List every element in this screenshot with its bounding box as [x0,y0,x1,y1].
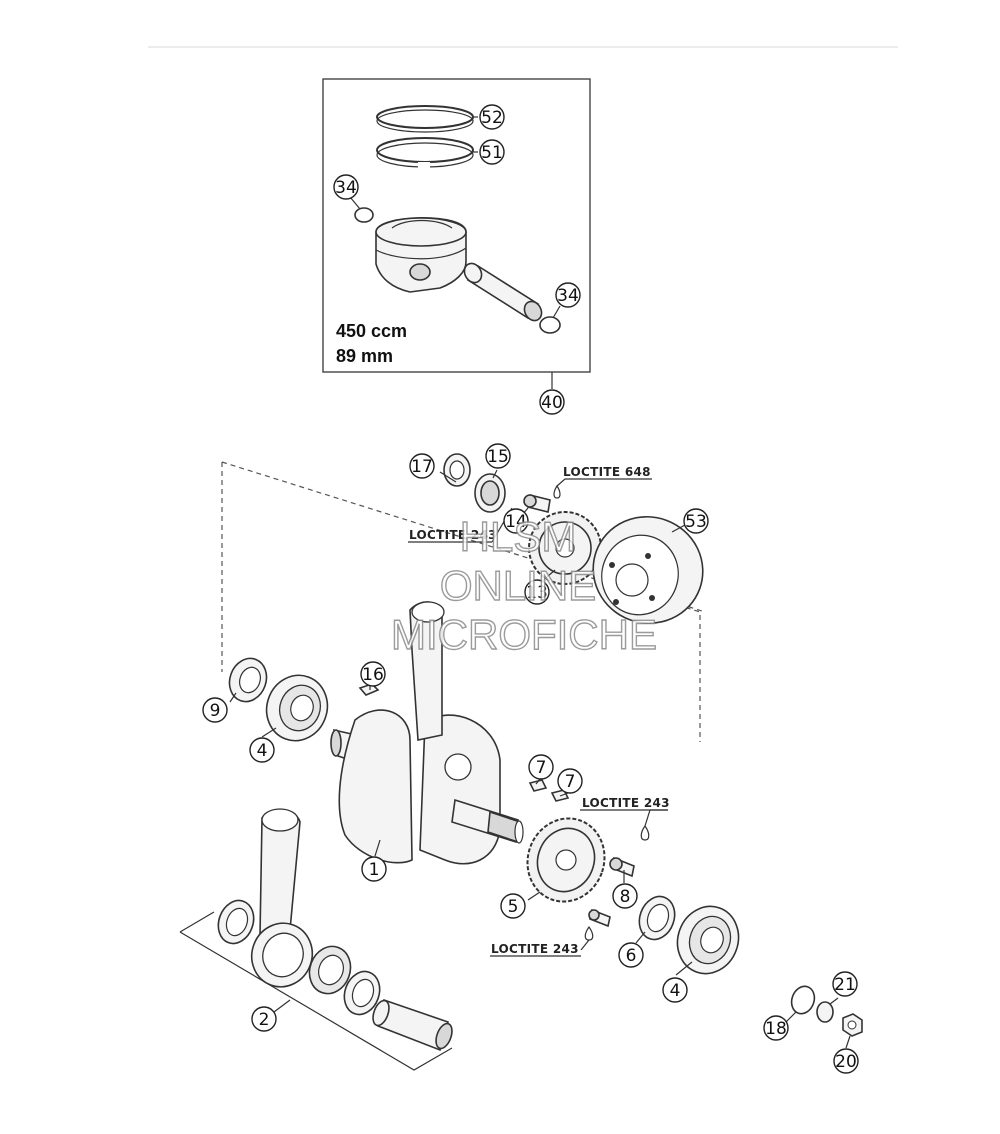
callout-52[interactable]: 52 [479,104,505,130]
callout-52-label: 52 [481,108,503,128]
spec-bore: 89 mm [336,346,393,366]
watermark-line1: HLSM [460,513,577,560]
callout-16-label: 16 [362,665,384,685]
note-loctite-243-top: LOCTITE 243 [409,528,497,542]
callout-7-b-label: 7 [565,772,576,792]
needle-bearing [308,945,352,995]
callout-5[interactable]: 5 [500,893,526,919]
callout-16[interactable]: 16 [360,661,386,687]
callout-4-left-label: 4 [257,741,268,761]
callout-5-label: 5 [508,897,519,917]
callout-14[interactable]: 14 [503,508,529,534]
callout-34-left[interactable]: 34 [333,174,359,200]
callout-4-right-label: 4 [670,981,681,1001]
circlip-18 [790,985,816,1015]
piston-pin [463,262,543,322]
callout-8[interactable]: 8 [612,883,638,909]
main-bearing-left-4 [265,674,329,742]
gear-13 [528,511,602,585]
seal-ring-17 [443,453,471,487]
callout-20-label: 20 [835,1052,857,1072]
callout-34-right[interactable]: 34 [555,282,581,308]
conrod-kit-frame [179,911,453,1071]
oil-seal-9 [228,657,268,703]
loctite-drop-bottom [584,925,594,941]
callout-2[interactable]: 2 [251,1006,277,1032]
callout-17-label: 17 [411,457,433,477]
screw-8 [609,856,635,878]
piston [375,216,467,293]
watermark: HLSM ONLINE MICROFICHE [390,512,657,658]
washer-21 [816,1001,834,1023]
bearing-15 [474,473,506,513]
thrust-washer-right [343,970,381,1016]
callout-15[interactable]: 15 [485,443,511,469]
callout-53[interactable]: 53 [683,508,709,534]
loctite-drop-right [640,824,650,841]
callout-13-label: 13 [526,583,548,603]
callout-20[interactable]: 20 [833,1048,859,1074]
flywheel-rotor-53 [592,515,704,625]
callout-6[interactable]: 6 [618,942,644,968]
circlip-left [354,207,374,223]
nut-20 [842,1013,863,1037]
note-loctite-243-right: LOCTITE 243 [582,796,670,810]
callout-14-label: 14 [505,512,527,532]
callout-17[interactable]: 17 [409,453,435,479]
piston-ring-lower [376,137,474,170]
piston-kit-box: 450 ccm 89 mm [322,78,591,373]
callout-34-left-label: 34 [335,178,357,198]
callout-8-label: 8 [620,887,631,907]
watermark-line2: ONLINE [440,562,596,609]
leader-lines [229,469,851,1049]
note-loctite-243-bottom: LOCTITE 243 [491,942,579,956]
connecting-rod-2 [250,808,314,988]
callout-18[interactable]: 18 [763,1015,789,1041]
callout-53-label: 53 [685,512,707,532]
crank-pin [372,998,453,1052]
callout-34-right-label: 34 [557,286,579,306]
callout-13[interactable]: 13 [524,579,550,605]
callout-1[interactable]: 1 [361,856,387,882]
callout-40[interactable]: 40 [539,389,565,415]
note-loctite-648: LOCTITE 648 [563,465,651,479]
main-bearing-right-4 [676,905,740,975]
loctite-drop-648 [553,484,561,499]
bolt-14 [523,494,551,513]
screw-lower [588,908,611,928]
thrust-washer-left [217,899,255,945]
callout-7-b[interactable]: 7 [557,768,583,794]
gear-5 [526,817,606,903]
callout-6-label: 6 [626,946,637,966]
callout-9[interactable]: 9 [202,697,228,723]
callout-21-label: 21 [834,975,856,995]
callout-2-label: 2 [259,1010,270,1030]
callout-7-a-label: 7 [536,758,547,778]
callout-21[interactable]: 21 [832,971,858,997]
callout-18-label: 18 [765,1019,787,1039]
callout-51[interactable]: 51 [479,139,505,165]
callout-9-label: 9 [210,701,221,721]
callout-4-right[interactable]: 4 [662,977,688,1003]
callout-40-label: 40 [541,393,563,413]
circlip-right [539,316,561,334]
washer-6 [638,895,676,941]
callout-15-label: 15 [487,447,509,467]
watermark-line3: MICROFICHE [391,611,657,658]
callout-1-label: 1 [369,860,380,880]
callout-4-left[interactable]: 4 [249,737,275,763]
callout-51-label: 51 [481,143,503,163]
callout-7-a[interactable]: 7 [528,754,554,780]
spec-displacement: 450 ccm [336,321,407,341]
